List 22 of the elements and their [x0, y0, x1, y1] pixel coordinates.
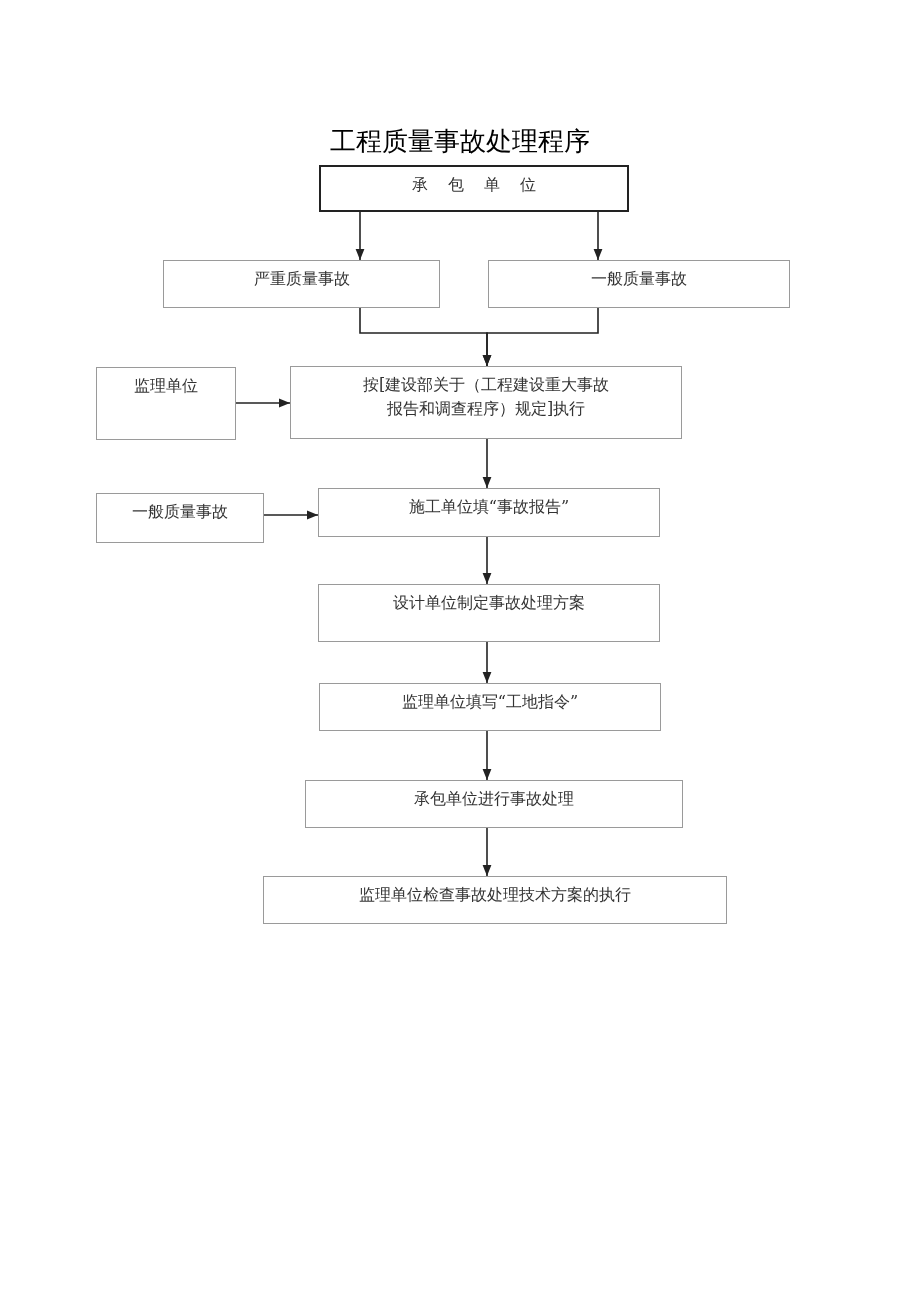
process-box: 监理单位检查事故处理技术方案的执行	[263, 876, 727, 924]
process-box: 严重质量事故	[163, 260, 440, 308]
process-box: 按[建设部关于（工程建设重大事故报告和调查程序）规定]执行	[290, 366, 682, 439]
arrow	[263, 510, 319, 520]
process-box: 监理单位填写“工地指令”	[319, 683, 661, 731]
process-box: 承包单位	[319, 165, 629, 212]
arrow	[482, 827, 492, 877]
process-box: 监理单位	[96, 367, 236, 440]
arrow	[482, 438, 492, 489]
process-box: 一般质量事故	[96, 493, 264, 543]
arrow	[482, 536, 492, 585]
arrow	[482, 307, 599, 367]
arrow	[593, 211, 603, 261]
process-box: 一般质量事故	[488, 260, 790, 308]
process-box: 设计单位制定事故处理方案	[318, 584, 660, 642]
arrow	[355, 211, 365, 261]
arrow	[482, 730, 492, 781]
process-box: 承包单位进行事故处理	[305, 780, 683, 828]
process-box: 施工单位填“事故报告”	[318, 488, 660, 537]
title: 工程质量事故处理程序	[329, 125, 591, 158]
arrow	[482, 641, 492, 684]
arrow	[235, 398, 291, 408]
